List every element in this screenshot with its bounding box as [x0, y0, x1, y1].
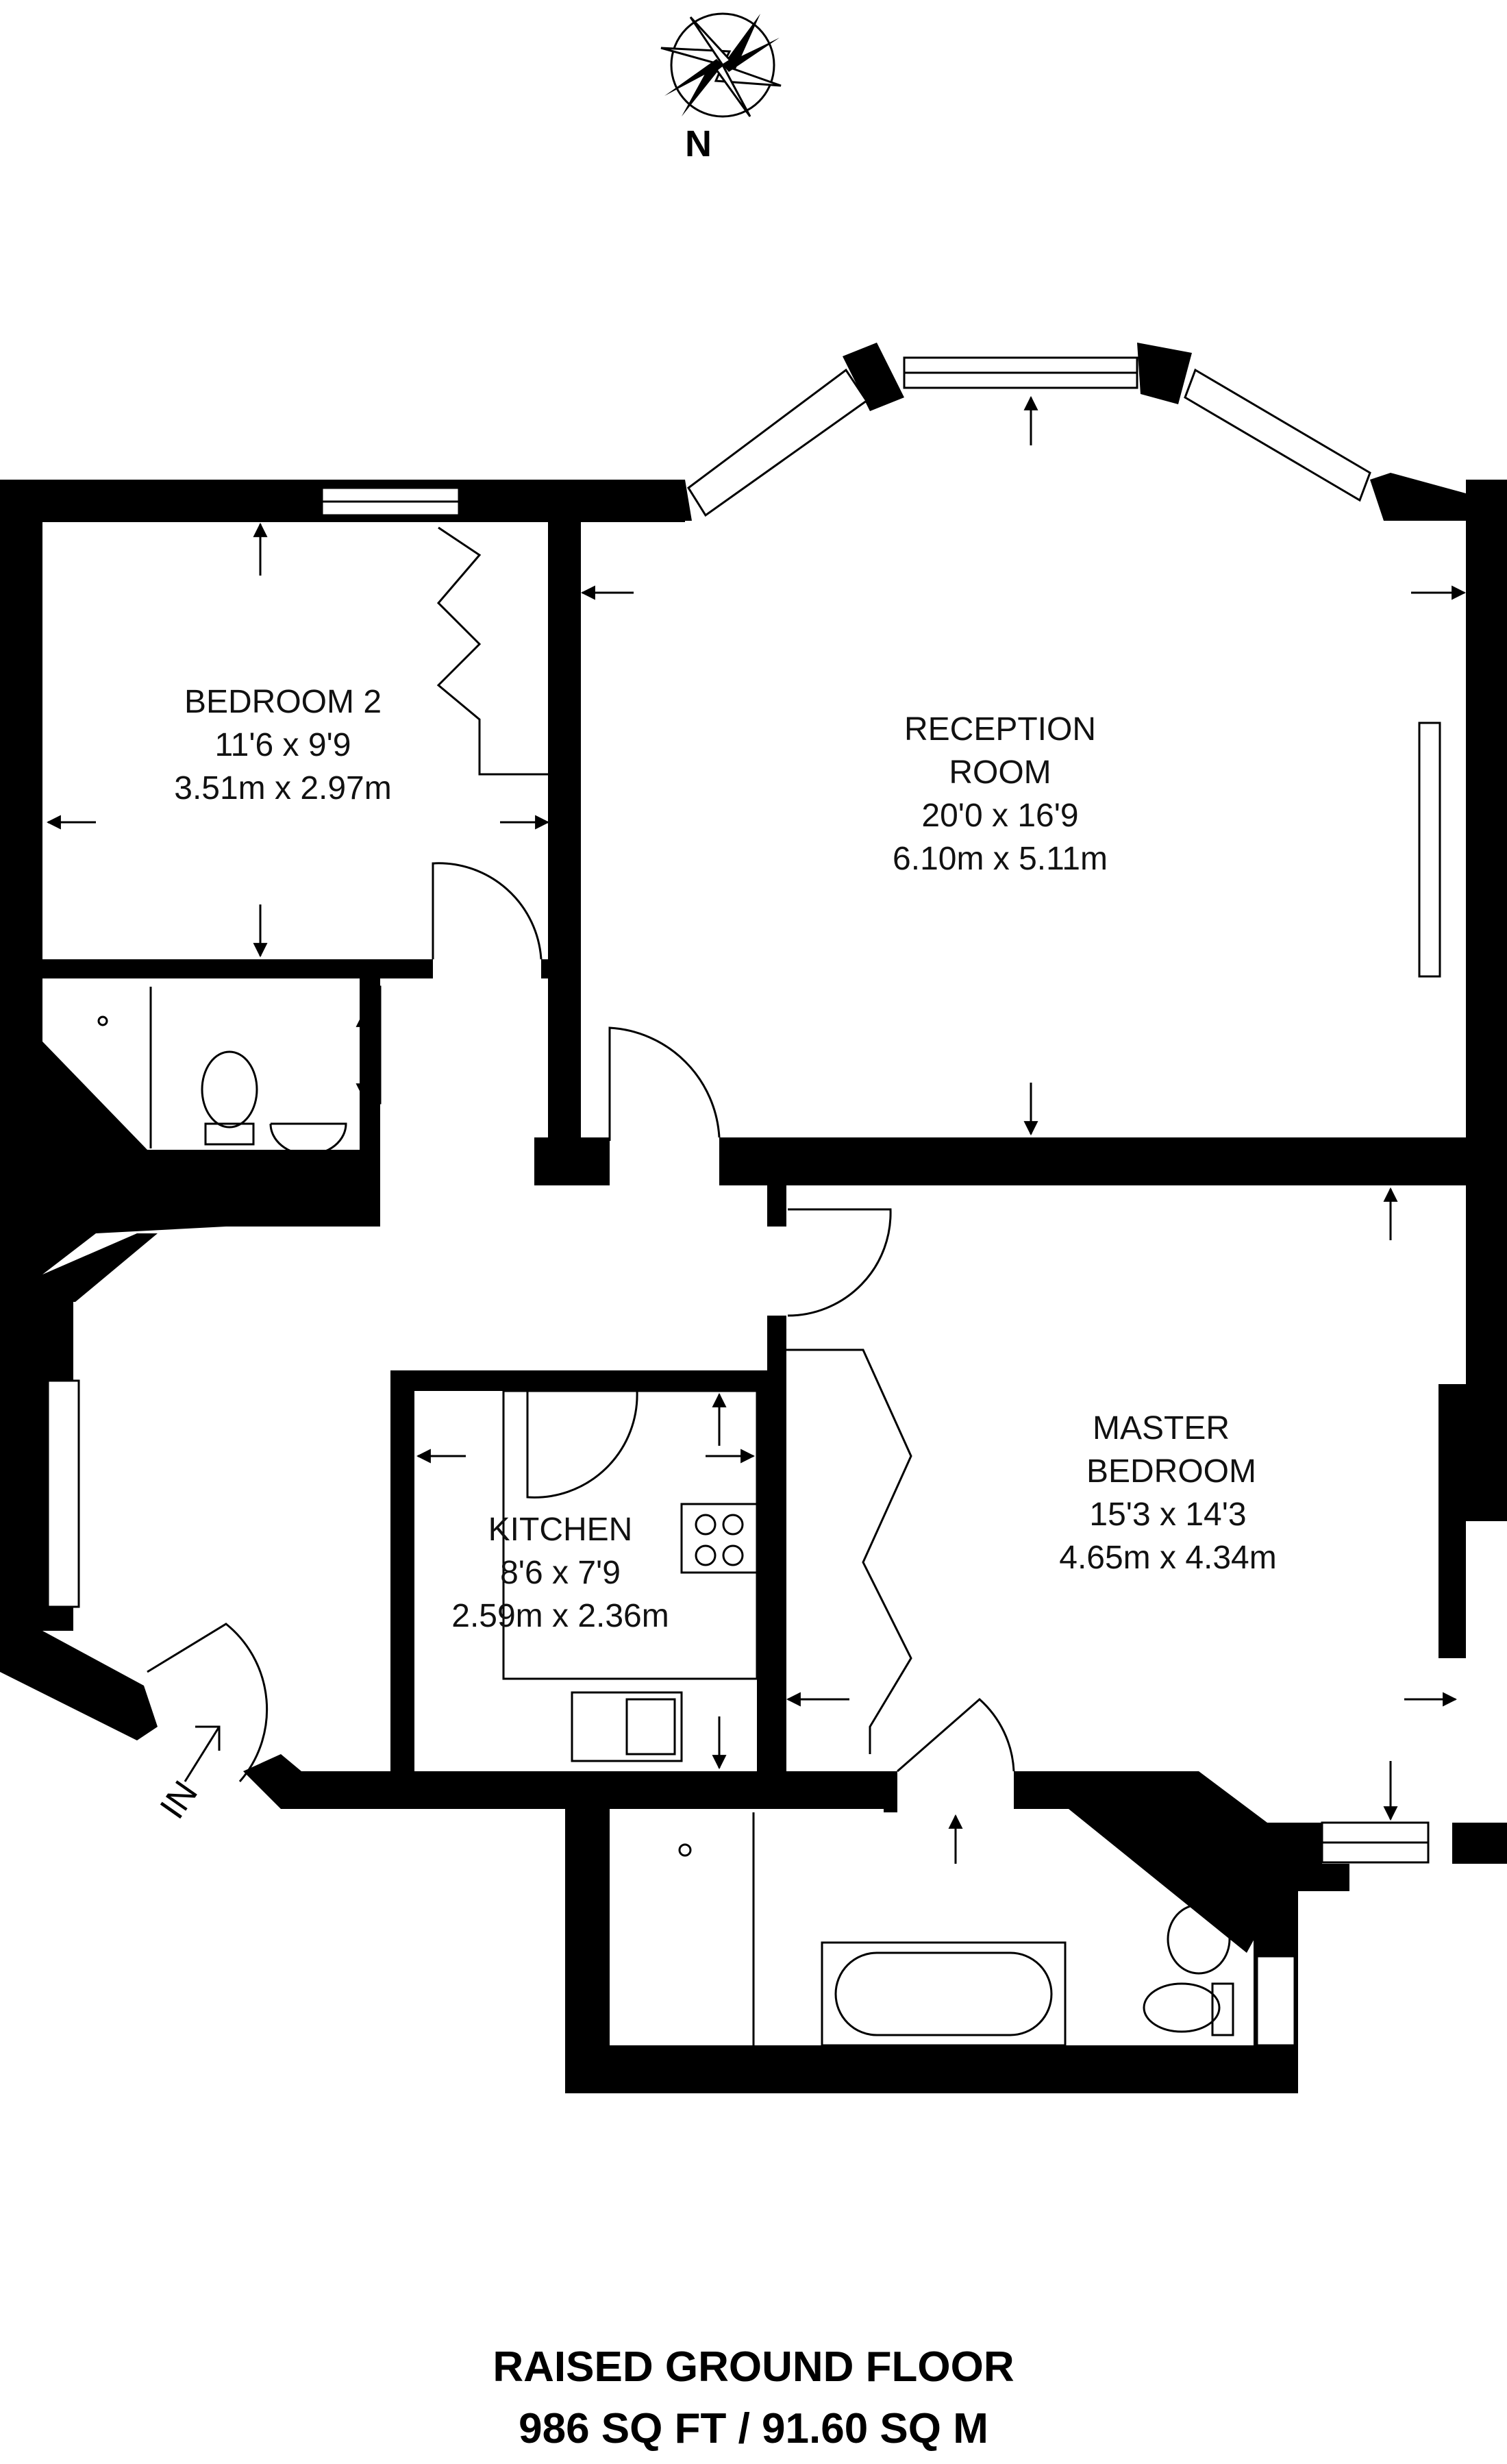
- floor-summary: RAISED GROUND FLOOR 986 SQ FT / 91.60 SQ…: [493, 2343, 1014, 2452]
- walls: [0, 343, 1507, 2093]
- floor-name: RAISED GROUND FLOOR: [493, 2343, 1014, 2391]
- fixtures: [97, 985, 1234, 2047]
- master-imperial: 15'3 x 14'3: [1089, 1496, 1246, 1533]
- bedroom2-metric: 3.51m x 2.97m: [174, 770, 391, 806]
- doors: [147, 526, 1015, 1782]
- compass-icon: N: [660, 12, 782, 164]
- compass-north-label: N: [685, 123, 712, 164]
- dimension-arrows: [46, 395, 1467, 1864]
- master-metric: 4.65m x 4.34m: [1059, 1540, 1276, 1576]
- entrance-arrow-icon: [184, 1725, 221, 1782]
- bedroom2-imperial: 11'6 x 9'9: [215, 727, 351, 763]
- windows: [47, 356, 1441, 2047]
- kitchen-metric: 2.59m x 2.36m: [451, 1598, 669, 1634]
- room-bedroom-2: BEDROOM 2 11'6 x 9'9 3.51m x 2.97m: [174, 684, 391, 806]
- kitchen-imperial: 8'6 x 7'9: [500, 1555, 621, 1591]
- room-reception: RECEPTION ROOM 20'0 x 16'9 6.10m x 5.11m: [893, 711, 1108, 877]
- reception-metric: 6.10m x 5.11m: [893, 841, 1108, 877]
- entrance-label: IN: [153, 1774, 206, 1826]
- floor-area: 986 SQ FT / 91.60 SQ M: [519, 2405, 988, 2452]
- bedroom2-name: BEDROOM 2: [184, 684, 382, 720]
- reception-name-line1: RECEPTION: [904, 711, 1096, 748]
- kitchen-name: KITCHEN: [488, 1512, 633, 1548]
- reception-imperial: 20'0 x 16'9: [921, 798, 1078, 834]
- master-name-line2: BEDROOM: [1086, 1453, 1256, 1490]
- room-master-bedroom: MASTER BEDROOM 15'3 x 14'3 4.65m x 4.34m: [1059, 1410, 1276, 1576]
- room-kitchen: KITCHEN 8'6 x 7'9 2.59m x 2.36m: [451, 1512, 669, 1634]
- master-name-line1: MASTER: [1093, 1410, 1230, 1446]
- reception-name-line2: ROOM: [949, 754, 1051, 791]
